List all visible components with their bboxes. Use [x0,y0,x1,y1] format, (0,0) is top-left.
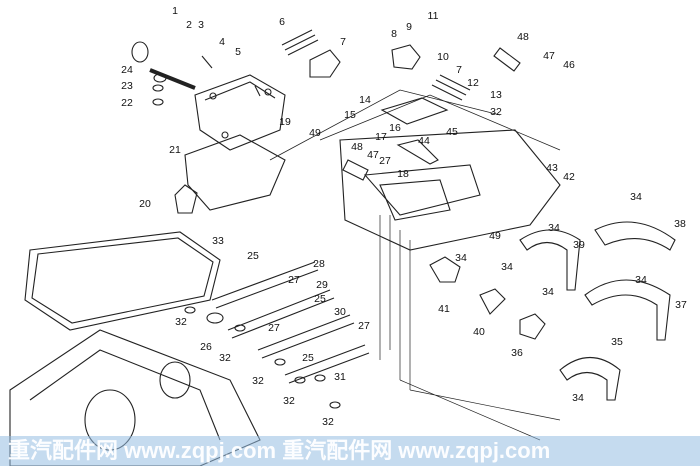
watermark-band: 重汽配件网 www.zqpj.com 重汽配件网 www.zqpj.com [0,436,700,466]
callout-32: 32 [252,374,264,387]
callout-27: 27 [358,319,370,332]
callout-19: 19 [279,115,291,128]
callout-34: 34 [548,221,560,234]
gasket-top [184,134,286,211]
callout-3: 3 [198,18,204,31]
callout-25: 25 [314,292,326,305]
callout-48: 48 [517,30,529,43]
callout-32: 32 [219,351,231,364]
callout-20: 20 [139,197,151,210]
callout-9: 9 [406,20,412,33]
callout-37: 37 [675,298,687,311]
top-cover [194,74,286,151]
rod-48 [493,47,521,72]
callout-6: 6 [279,15,285,28]
callout-32: 32 [490,105,502,118]
shift-forks [429,221,676,401]
spring-6 [281,29,319,56]
bracket-8 [391,44,421,70]
callout-41: 41 [438,302,450,315]
callout-39: 39 [573,238,585,251]
callout-34: 34 [501,260,513,273]
callout-40: 40 [473,325,485,338]
callout-36: 36 [511,346,523,359]
callout-32: 32 [175,315,187,328]
callout-12: 12 [467,76,479,89]
lever-17 [396,139,439,165]
callout-7: 7 [456,63,462,76]
callout-38: 38 [674,217,686,230]
callout-34: 34 [455,251,467,264]
shift-rods [184,261,370,409]
callout-27: 27 [268,321,280,334]
shift-finger [174,184,198,214]
callout-27: 27 [379,154,391,167]
callout-33: 33 [212,234,224,247]
callout-30: 30 [334,305,346,318]
callout-2: 2 [186,18,192,31]
bracket-7 [309,49,341,78]
callout-49: 49 [309,126,321,139]
callout-25: 25 [247,249,259,262]
callout-28: 28 [313,257,325,270]
watermark-text: 重汽配件网 www.zqpj.com 重汽配件网 www.zqpj.com [8,438,551,463]
plate-14 [380,97,449,125]
callout-18: 18 [397,167,409,180]
callout-1: 1 [172,4,178,17]
callout-11: 11 [427,9,439,22]
callout-24: 24 [121,63,133,76]
callout-42: 42 [563,170,575,183]
callout-32: 32 [322,415,334,428]
callout-29: 29 [316,278,328,291]
callout-34: 34 [630,190,642,203]
spring-12 [431,74,471,101]
callout-22: 22 [121,96,133,109]
callout-10: 10 [437,50,449,63]
callout-47: 47 [367,148,379,161]
callout-47: 47 [543,49,555,62]
callout-34: 34 [635,273,647,286]
shift-housing [339,129,561,251]
callout-5: 5 [235,45,241,58]
rod-48b [342,159,369,181]
callout-17: 17 [375,130,387,143]
callout-15: 15 [344,108,356,121]
callout-46: 46 [563,58,575,71]
callout-45: 45 [446,125,458,138]
callout-44: 44 [418,134,430,147]
callout-8: 8 [391,27,397,40]
callout-34: 34 [542,285,554,298]
callout-32: 32 [283,394,295,407]
callout-26: 26 [200,340,212,353]
callout-23: 23 [121,79,133,92]
callout-48: 48 [351,140,363,153]
callout-31: 31 [334,370,346,383]
callout-14: 14 [359,93,371,106]
callout-34: 34 [572,391,584,404]
callout-13: 13 [490,88,502,101]
callout-4: 4 [219,35,225,48]
callout-21: 21 [169,143,181,156]
callout-35: 35 [611,335,623,348]
callout-27: 27 [288,273,300,286]
gasket-33 [24,231,221,331]
callout-43: 43 [546,161,558,174]
small-parts-left [131,41,261,106]
callout-49: 49 [489,229,501,242]
callout-7: 7 [340,35,346,48]
callout-25: 25 [302,351,314,364]
callout-16: 16 [389,121,401,134]
